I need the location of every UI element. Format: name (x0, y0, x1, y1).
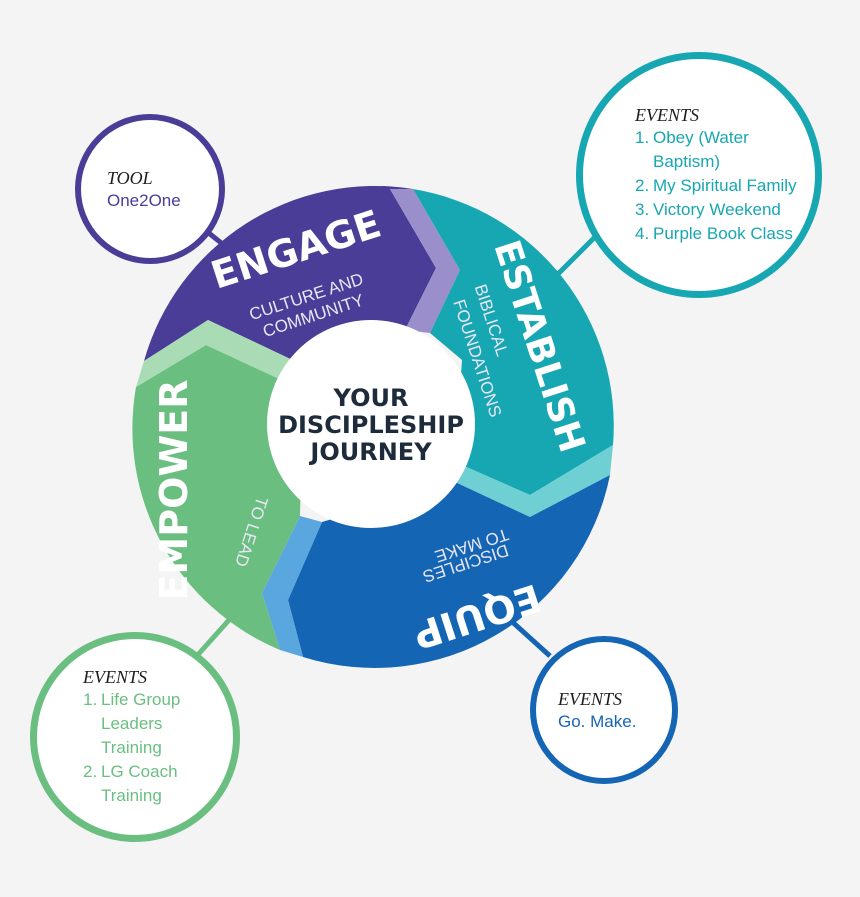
segment-engage-chevron (390, 189, 460, 333)
empower-events-bubble: EVENTS 1.Life Group Leaders Training 2.L… (30, 632, 240, 842)
establish-event-item: 2.My Spiritual Family (635, 176, 797, 195)
center-circle (267, 320, 475, 528)
establish-events-list: 1.Obey (Water Baptism) 2.My Spiritual Fa… (635, 126, 807, 246)
establish-events-bubble: EVENTS 1.Obey (Water Baptism) 2.My Spiri… (576, 52, 822, 298)
center-line-1: YOUR (333, 384, 409, 412)
establish-event-item: 3.Victory Weekend (635, 200, 781, 219)
establish-event-item: 4.Purple Book Class (635, 224, 793, 243)
establish-event-item: 1.Obey (Water Baptism) (635, 128, 749, 171)
empower-event-item: 1.Life Group Leaders Training (83, 690, 181, 757)
tool-bubble: TOOL One2One (75, 114, 225, 264)
empower-events-heading: EVENTS (83, 667, 148, 687)
empower-events-list: 1.Life Group Leaders Training 2.LG Coach… (83, 688, 223, 808)
segment-empower-chevron (136, 320, 303, 390)
segment-empower (132, 345, 303, 650)
tool-text: One2One (107, 190, 181, 210)
segment-equip-chevron (262, 516, 322, 657)
establish-events-heading: EVENTS (635, 105, 700, 125)
segment-engage (144, 185, 436, 365)
center-line-3: JOURNEY (308, 438, 432, 466)
center-line-2: DISCIPLESHIP (278, 411, 464, 439)
empower-event-item: 2.LG Coach Training (83, 762, 178, 805)
tool-heading: TOOL (107, 167, 153, 188)
equip-events-bubble: EVENTS Go. Make. (530, 636, 678, 784)
equip-events-heading: EVENTS (558, 688, 623, 709)
connector-establish (554, 230, 602, 278)
segment-establish-chevron (455, 445, 613, 517)
equip-events-text: Go. Make. (558, 711, 637, 731)
empower-title: EMPOWER (152, 379, 196, 600)
connector-equip (506, 616, 552, 658)
